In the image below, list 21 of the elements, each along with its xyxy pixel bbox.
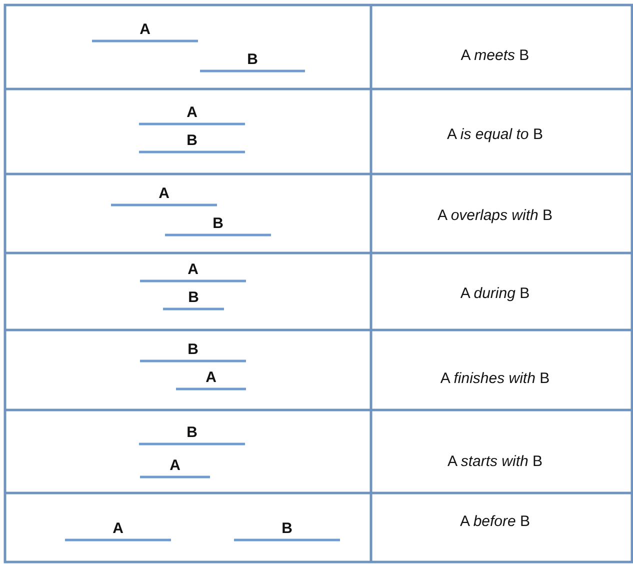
interval-label: B: [186, 425, 198, 441]
relation-text: A finishes with B: [440, 370, 550, 388]
interval-label: A: [206, 370, 216, 386]
interval-label: B: [188, 342, 198, 358]
interval-label: B: [247, 52, 258, 68]
interval-label: B: [188, 290, 199, 306]
interval-label: B: [186, 133, 198, 149]
interval-label: B: [282, 521, 292, 537]
interval-label: A: [170, 458, 180, 474]
relation-text: A during B: [460, 285, 530, 303]
interval-label: A: [186, 105, 198, 121]
interval-label: B: [212, 216, 224, 232]
relation-text: A is equal to B: [447, 126, 543, 144]
interval-label: A: [112, 521, 124, 537]
relation-text: A meets B: [460, 47, 530, 65]
relation-text: A overlaps with B: [437, 207, 553, 225]
interval-label: A: [140, 22, 150, 38]
interval-label: A: [188, 262, 198, 278]
interval-label: A: [158, 186, 170, 202]
relation-text: A starts with B: [447, 453, 543, 471]
relation-text: A before B: [460, 513, 530, 531]
